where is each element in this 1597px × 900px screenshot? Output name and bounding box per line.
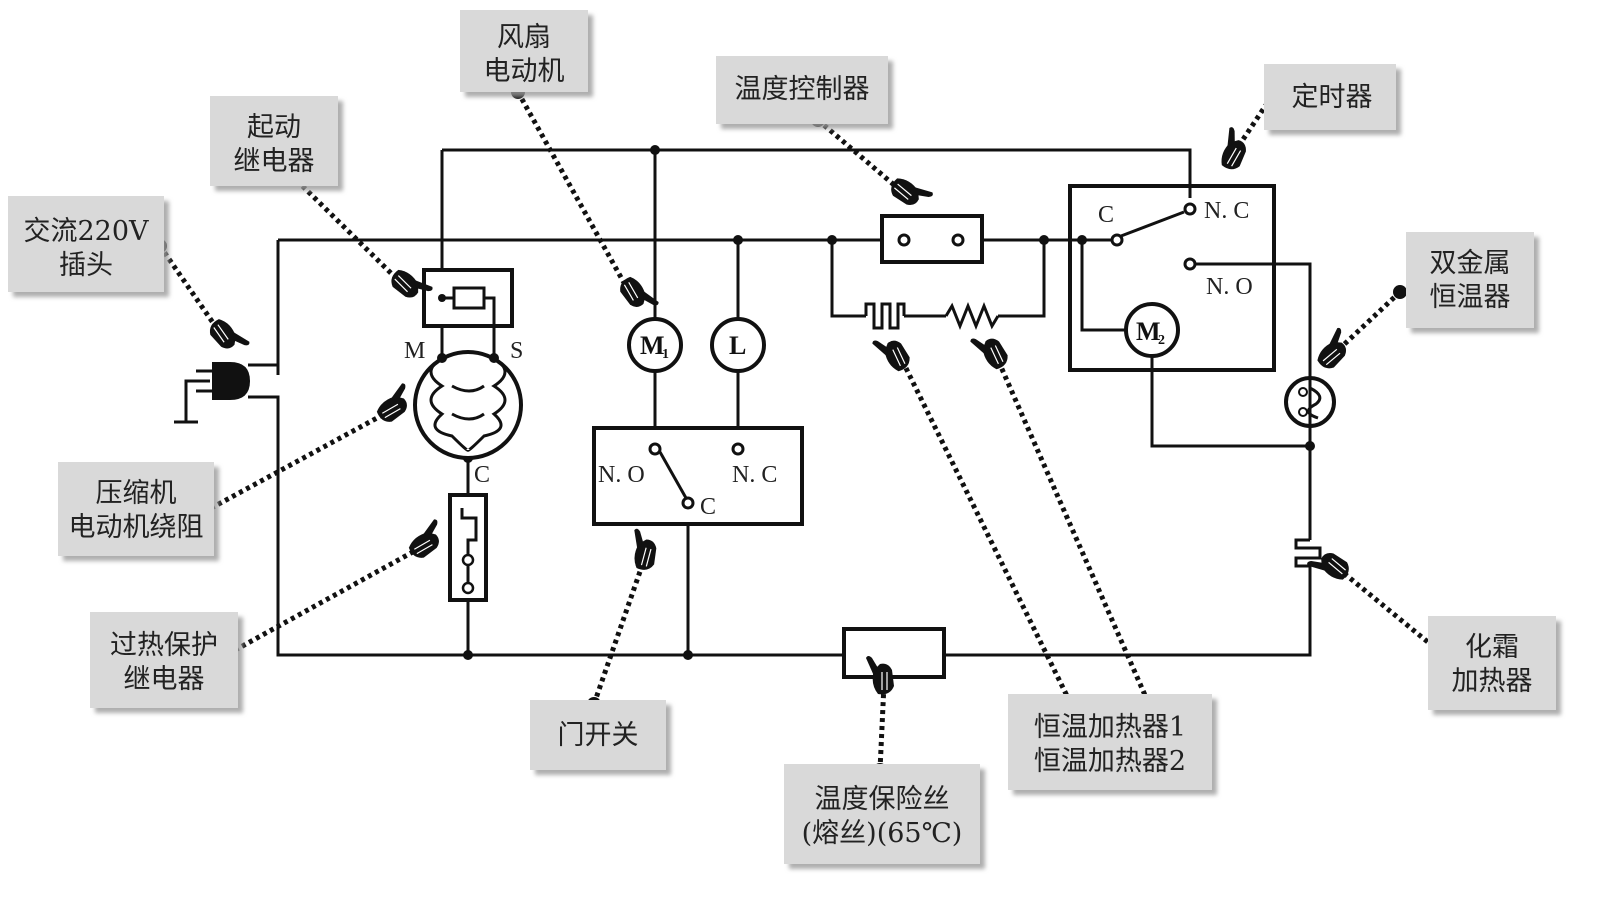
svg-text:恒温器: 恒温器 [1430,282,1511,313]
timer-no-label: N. O [1206,274,1253,300]
hand-pointer-icon [885,168,935,216]
thermo-heater-2-symbol [944,301,1000,331]
hand-pointer-icon [369,381,419,427]
ac-plug-symbol [196,362,250,400]
callout-bimetal-thermostat: 双金属 恒温器 [1406,232,1534,328]
timer-motor-subscript: 2 [1158,333,1165,348]
svg-text:恒温加热器1: 恒温加热器1 [1034,712,1186,743]
fan-motor-letter: M [640,331,665,360]
callout-fan-motor: 风扇 电动机 [460,10,588,92]
svg-text:继电器: 继电器 [124,664,205,695]
lamp-letter: L [729,331,746,360]
timer-c-label: C [1098,202,1114,228]
timer-motor-letter: M [1136,317,1161,346]
callout-start-relay: 起动 继电器 [210,96,338,186]
lamp-symbol [710,317,766,373]
svg-text:(熔丝)(65℃): (熔丝)(65℃) [802,818,963,849]
wiring [174,148,1312,657]
timer-nc-label: N. C [1204,198,1249,224]
fan-motor-symbol [627,317,683,373]
svg-text:门开关: 门开关 [558,720,639,751]
svg-text:风扇: 风扇 [497,22,551,53]
svg-text:化霜: 化霜 [1465,632,1519,663]
callout-temp-controller: 温度控制器 [716,56,888,124]
defrost-heater-symbol [1294,538,1322,568]
comp-c-label: C [474,462,490,488]
hand-pointer-icon [1210,125,1256,175]
overheat-relay-symbol [448,493,488,602]
callout-thermo-heaters: 恒温加热器1 恒温加热器2 [1008,694,1212,790]
callout-door-switch: 门开关 [530,700,666,770]
temp-fuse-symbol [842,627,946,679]
timer-symbol [1068,184,1276,372]
door-c-label: C [700,494,716,520]
svg-text:定时器: 定时器 [1292,82,1373,113]
callout-ac-plug: 交流220V 插头 [8,196,164,292]
svg-text:交流220V: 交流220V [23,216,149,247]
door-nc-label: N. C [732,462,777,488]
hand-pointer-icon [615,269,661,319]
fan-motor-subscript: 1 [662,347,669,362]
svg-text:起动: 起动 [247,112,301,143]
hand-pointer-icon [624,527,663,574]
hand-pointer-icon [401,517,451,563]
compressor-winding-symbol [413,350,523,460]
callout-defrost-heater: 化霜 加热器 [1428,616,1556,710]
svg-text:电动机绕阻: 电动机绕阻 [69,512,204,543]
callout-timer: 定时器 [1264,64,1396,130]
svg-text:电动机: 电动机 [484,56,565,87]
terminal-labels: C N. C N. O N. O N. C C M S C M 1 L M 2 [404,198,1253,520]
start-relay-symbol [422,268,514,358]
callout-compressor-winding: 压缩机 电动机绕阻 [58,462,214,556]
svg-text:加热器: 加热器 [1452,666,1533,697]
temp-controller-symbol [880,214,984,264]
callout-overheat-relay: 过热保护 继电器 [90,612,238,708]
svg-text:恒温加热器2: 恒温加热器2 [1034,746,1186,777]
svg-text:继电器: 继电器 [234,146,315,177]
hand-pointer-icon [968,327,1012,376]
svg-text:温度保险丝: 温度保险丝 [815,784,950,815]
hand-pointer-icon [1308,326,1358,374]
svg-text:温度控制器: 温度控制器 [735,74,870,105]
comp-m-label: M [404,338,425,364]
svg-text:过热保护: 过热保护 [110,630,218,661]
callout-temp-fuse: 温度保险丝 (熔丝)(65℃) [784,764,980,864]
svg-text:双金属: 双金属 [1430,248,1511,279]
bimetal-thermostat-symbol [1284,376,1336,428]
hand-pointer-icon [1305,542,1355,590]
svg-text:压缩机: 压缩机 [96,478,177,509]
comp-s-label: S [510,338,523,364]
door-switch-symbol [592,426,804,526]
svg-text:插头: 插头 [59,250,113,281]
door-no-label: N. O [598,462,645,488]
thermo-heater-1-symbol [864,302,906,330]
